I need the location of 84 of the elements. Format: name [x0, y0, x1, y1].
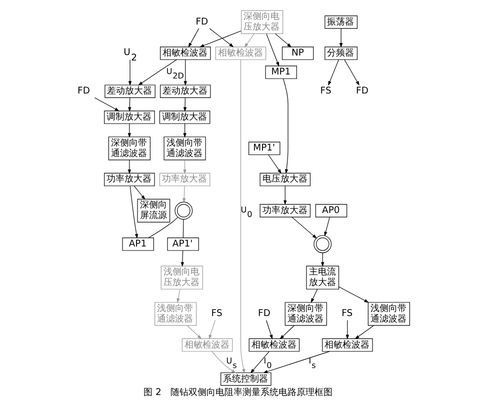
arrow [134, 186, 146, 200]
arrow [128, 59, 132, 86]
node-box: AP1 [122, 238, 154, 251]
arrow [180, 250, 184, 267]
arrow [94, 97, 120, 112]
arrow [346, 320, 350, 340]
arrow [284, 186, 287, 206]
node-box: 相敏检波器 [182, 338, 233, 352]
arrow [274, 33, 292, 48]
node-box: 浅侧向带通滤波器 [164, 136, 206, 160]
arrow [128, 123, 132, 138]
node-box: AP0 [315, 204, 348, 218]
node-box: MP1' [248, 142, 280, 156]
node-box: 调制放大器 [104, 110, 155, 124]
arrow [250, 351, 270, 374]
node-box: 差动放大器 [104, 84, 156, 98]
arrow [310, 289, 318, 303]
arrow [183, 160, 186, 174]
connector [182, 219, 184, 238]
node-box: 差动放大器 [160, 84, 211, 98]
node-text: FD [258, 308, 270, 320]
arrow [184, 59, 187, 86]
node-box: 深侧向屏流源 [137, 198, 170, 223]
node-box: 相敏检波器 [160, 46, 211, 60]
node-box: 浅侧向带通滤波器 [154, 302, 197, 326]
node-box: 振荡器 [324, 15, 358, 29]
arrow [292, 216, 317, 239]
arrow [186, 325, 202, 340]
node-box: 浅侧向电压放大器 [160, 266, 203, 290]
node-box: 电压放大器 [260, 172, 310, 186]
node-box: 功率放大器 [104, 172, 155, 186]
arrow [344, 59, 360, 86]
node-box: 深侧向带通滤波器 [108, 136, 150, 160]
node-box: 调制放大器 [159, 110, 210, 124]
node-box: NP [282, 46, 314, 60]
arrow [328, 59, 340, 86]
node-box: 深侧向电压放大器 [241, 10, 284, 34]
arrow [138, 59, 177, 86]
arrow [354, 325, 374, 340]
node-text: FS [211, 308, 222, 320]
connector [148, 217, 178, 238]
node-box: 相敏检波器 [248, 338, 300, 352]
arrow [240, 60, 246, 374]
node-box: 深侧向带通滤波器 [284, 302, 327, 326]
node-box: 浅侧向带通滤波器 [368, 302, 410, 326]
arrow [208, 320, 216, 340]
arrow [176, 289, 180, 304]
node-box: 功率放大器 [260, 204, 310, 218]
node-transformer [174, 202, 193, 220]
arrow [324, 216, 330, 236]
arrow [263, 351, 330, 374]
arrow [182, 186, 186, 203]
node-text: FD [356, 86, 368, 97]
arrow [282, 78, 288, 174]
node-box: 主电流放大器 [306, 266, 340, 290]
arrow [321, 252, 324, 267]
arrow [128, 98, 132, 112]
arrow [209, 28, 234, 48]
node-text: FD [196, 16, 208, 28]
arrow [128, 160, 132, 174]
node-box: 分频器 [324, 46, 358, 60]
node-text: FD [78, 86, 90, 97]
arrow [244, 33, 255, 48]
arrow [266, 320, 273, 340]
node-box: 系统控制器 [220, 372, 272, 386]
arrow [280, 325, 295, 340]
arrow [339, 28, 343, 48]
arrow [183, 98, 187, 112]
arrow [266, 34, 280, 67]
node-box: 相敏检波器 [322, 338, 373, 352]
arrow [130, 186, 138, 239]
node-box: 相敏检波器 [215, 46, 266, 60]
caption: 图 2 随钻双侧向电阻率测量系统电路原理框图 [144, 387, 332, 398]
arrow [268, 154, 282, 174]
arrow [199, 30, 242, 48]
arrow [212, 351, 236, 374]
arrow [188, 28, 200, 48]
node-text: FS [342, 308, 353, 320]
node-box: MP1 [265, 66, 297, 79]
node-text: FS [320, 86, 332, 97]
node-box: AP1' [167, 238, 199, 251]
arrow [183, 123, 186, 138]
arrow [338, 286, 369, 303]
node-box: 功率放大器 [159, 172, 210, 186]
